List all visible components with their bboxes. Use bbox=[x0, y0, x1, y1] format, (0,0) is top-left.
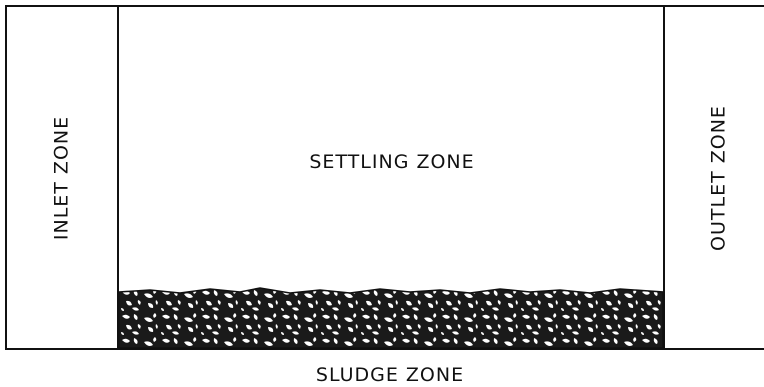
inlet-zone-label: INLET ZONE bbox=[51, 116, 73, 240]
sludge-zone-label: SLUDGE ZONE bbox=[316, 364, 464, 386]
sludge-layer bbox=[119, 288, 663, 348]
settling-zone-label: SETTLING ZONE bbox=[309, 151, 474, 173]
outlet-zone-label: OUTLET ZONE bbox=[708, 105, 730, 251]
